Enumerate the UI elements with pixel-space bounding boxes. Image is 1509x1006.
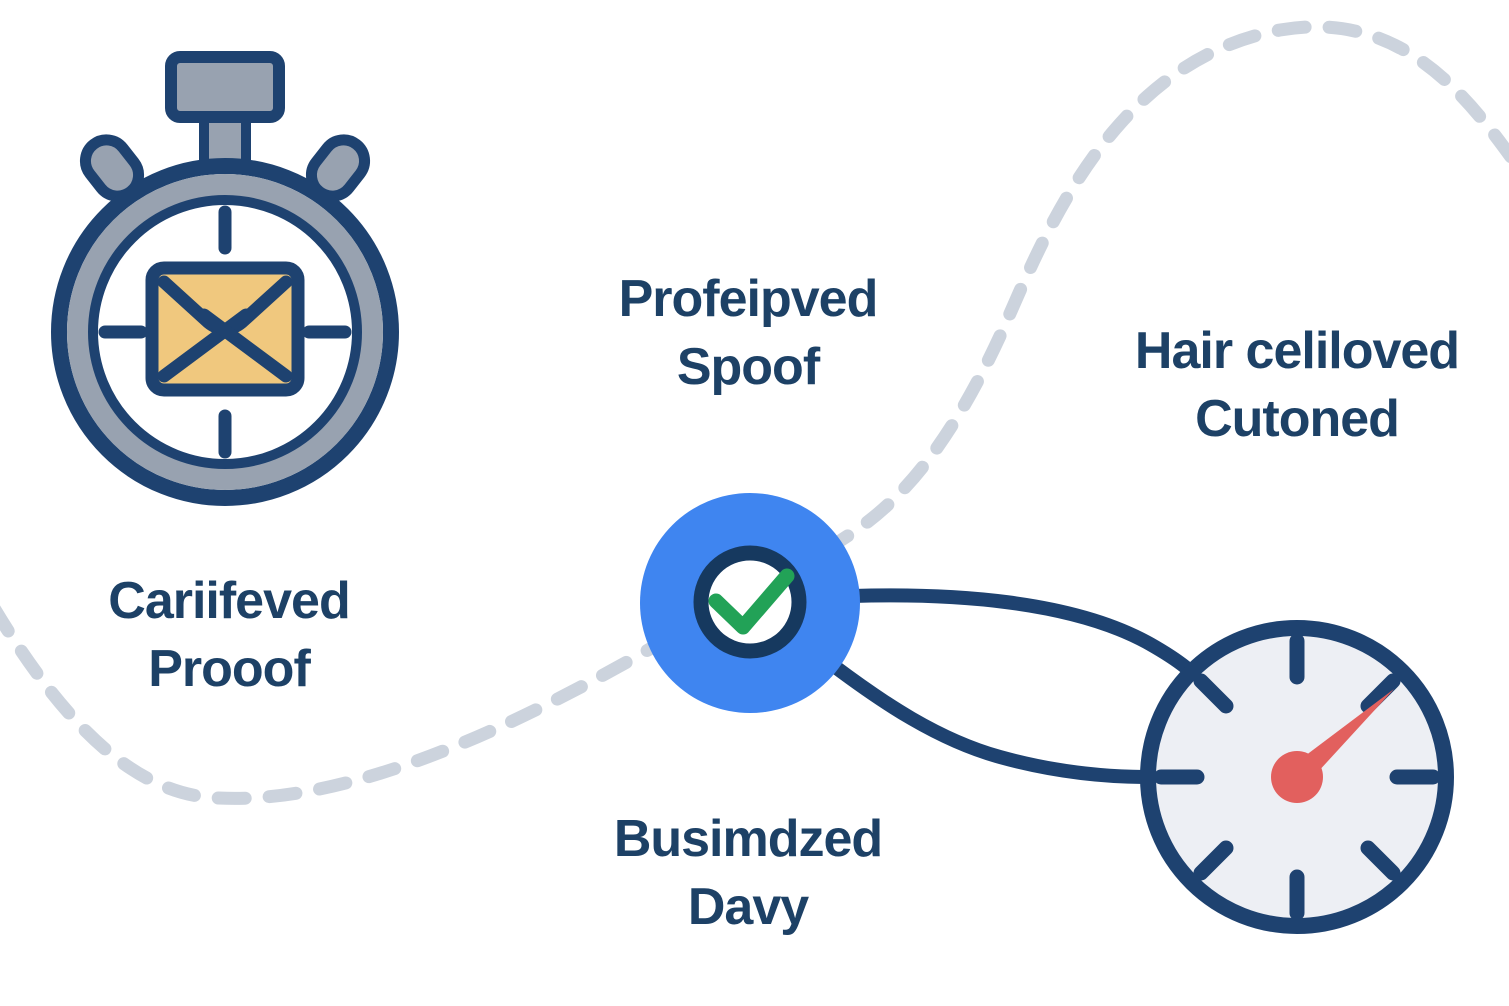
envelope-fold-right — [197, 308, 293, 383]
label-delivered: Hair celiloved Cutoned — [1037, 317, 1509, 453]
stopwatch-gray-band — [67, 174, 383, 490]
gauge-tick — [1360, 673, 1401, 714]
label-approved-line1: Profeipved — [618, 270, 879, 328]
badge-inner-ring — [693, 545, 807, 659]
label-approved-line2: Spoof — [676, 338, 820, 396]
checkmark-icon — [708, 568, 795, 635]
label-certified-line2: Prooof — [148, 640, 311, 698]
gauge-tick — [1360, 840, 1401, 881]
gauge-icon — [1140, 620, 1454, 934]
connector-top — [845, 588, 1215, 697]
stopwatch-crown — [165, 51, 285, 123]
dashed-flow-path — [0, 20, 1509, 805]
stopwatch-email-icon — [51, 51, 399, 506]
label-optimized-line1: Busimdzed — [613, 810, 883, 868]
gauge-hub — [1271, 751, 1323, 803]
label-approved: Profeipved Spoof — [488, 265, 1008, 401]
label-certified: Cariifeved Prooof — [0, 567, 489, 703]
connector-bottom — [827, 659, 1155, 784]
label-delivered-line2: Cutoned — [1195, 390, 1400, 448]
envelope-icon — [145, 261, 305, 397]
label-optimized: Busimdzed Davy — [488, 805, 1008, 941]
envelope-fold-left — [157, 308, 253, 383]
stopwatch-ticks — [98, 205, 352, 459]
label-optimized-line2: Davy — [687, 878, 809, 936]
check-badge-icon — [640, 493, 860, 713]
label-delivered-line1: Hair celiloved — [1134, 322, 1460, 380]
gauge-ticks — [1153, 633, 1441, 921]
gauge-tick — [1193, 840, 1234, 881]
gauge-tick — [1193, 673, 1234, 714]
label-certified-line1: Cariifeved — [108, 572, 350, 630]
